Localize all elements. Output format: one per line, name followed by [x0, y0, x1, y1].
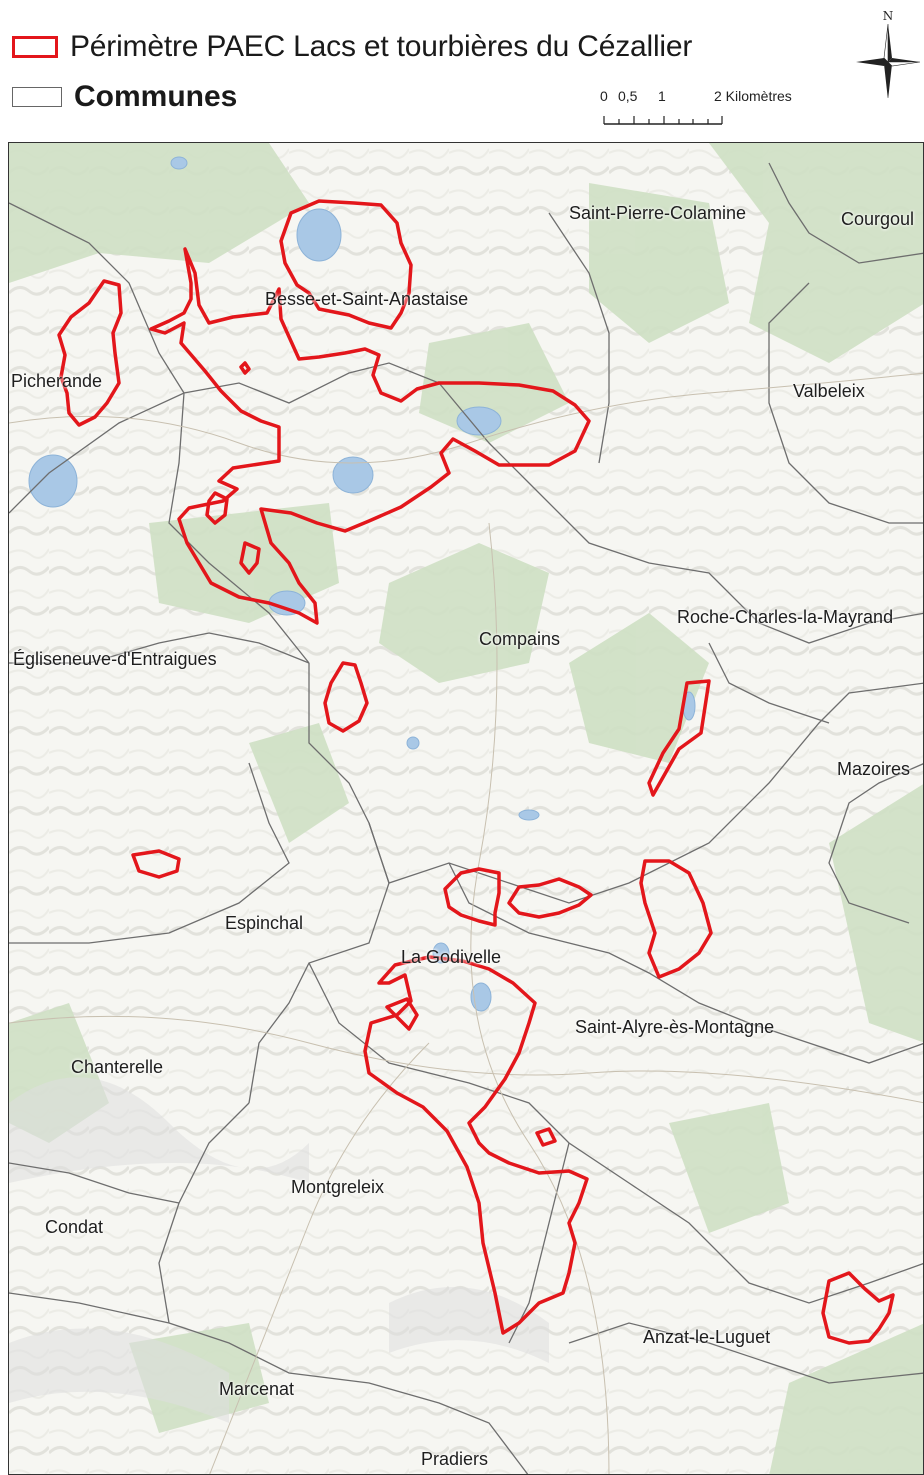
paec-zone-godivelle-north-a	[443, 867, 501, 927]
commune-boundary-swatch	[12, 87, 62, 107]
relief-shading	[9, 1077, 549, 1423]
scale-tick-label: 0	[600, 88, 608, 104]
lakes	[28, 156, 696, 1012]
legend-label-paec: Périmètre PAEC Lacs et tourbières du Céz…	[70, 30, 693, 63]
commune-label: Espinchal	[225, 913, 304, 933]
paec-zone-besse-north	[279, 199, 413, 330]
paec-zone-roche-charles	[647, 679, 711, 797]
paec-zone-picherande	[57, 279, 123, 427]
commune-label: Saint-Alyre-ès-Montagne	[575, 1017, 775, 1037]
paec-zone-godivelle-north-b	[507, 877, 593, 919]
paec-zone-besse-main	[149, 247, 591, 625]
paec-zone-inner-dot	[239, 361, 251, 375]
paec-zone-saint-alyre	[639, 859, 713, 979]
roads	[9, 372, 923, 1474]
commune-label: Saint-Pierre-Colamine	[569, 203, 747, 223]
commune-label: Anzat-le-Luguet	[643, 1327, 771, 1347]
north-arrow: N	[852, 6, 924, 100]
map-canvas[interactable]	[9, 143, 924, 1475]
commune-label: Roche-Charles-la-Mayrand	[677, 607, 894, 627]
scale-bar-graphic	[603, 116, 723, 125]
paec-zone-godivelle-inner	[385, 997, 419, 1031]
commune-label: Compains	[479, 629, 561, 649]
scale-bar: 0 0,5 1 2 Kilomètres	[600, 88, 820, 132]
commune-label: Marcenat	[219, 1379, 295, 1399]
commune-label: Pradiers	[421, 1449, 489, 1469]
map-frame[interactable]: Saint-Pierre-Colamine Courgoul Besse-et-…	[8, 142, 924, 1475]
legend-label-communes: Communes	[74, 80, 238, 113]
paec-perimeters	[57, 199, 895, 1345]
paec-zone-sw-lobe	[205, 491, 229, 525]
paec-zone-anzat	[821, 1271, 895, 1345]
commune-label: Montgreleix	[291, 1177, 385, 1197]
commune-label: Égliseneuve-d'Entraigues	[13, 649, 217, 669]
commune-label: La Godivelle	[401, 947, 502, 967]
commune-label: Picherande	[11, 371, 103, 391]
north-arrow-icon: N	[856, 9, 921, 100]
paec-zone-compains-west	[323, 661, 369, 733]
scale-tick-label: 1	[658, 88, 666, 104]
paec-zone-godivelle-main	[363, 955, 589, 1335]
scale-tick-label: 2 Kilomètres	[714, 88, 792, 104]
north-label: N	[883, 9, 894, 23]
map-legend: Périmètre PAEC Lacs et tourbières du Céz…	[0, 0, 924, 140]
paec-zone-small-square	[535, 1127, 557, 1147]
commune-label: Valbeleix	[793, 381, 865, 401]
paec-perimeter-swatch	[12, 36, 58, 58]
commune-label: Mazoires	[837, 759, 911, 779]
scale-tick-label: 0,5	[618, 88, 638, 104]
legend-item-communes: Communes	[12, 80, 237, 114]
legend-item-paec: Périmètre PAEC Lacs et tourbières du Céz…	[12, 30, 692, 64]
commune-label: Chanterelle	[71, 1057, 164, 1077]
paec-zone-sw-lobe-2	[239, 541, 261, 575]
commune-label: Condat	[45, 1217, 104, 1237]
paec-zone-egliseneuve	[131, 849, 181, 879]
commune-label: Courgoul	[841, 209, 915, 229]
commune-label: Besse-et-Saint-Anastaise	[265, 289, 469, 309]
